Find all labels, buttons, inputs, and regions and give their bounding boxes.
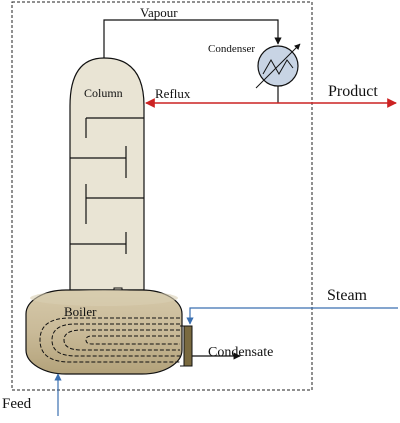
boiler-label: Boiler xyxy=(64,304,97,319)
product-label: Product xyxy=(328,83,378,100)
steam-inlet-line xyxy=(186,307,398,325)
steam-header xyxy=(183,325,193,367)
boiler-tube-bundle xyxy=(39,317,180,363)
steam-label: Steam xyxy=(327,287,368,304)
system-boundary xyxy=(11,1,313,391)
column-label: Column xyxy=(84,86,123,100)
condenser-coil-icon xyxy=(262,58,294,76)
condensate-label: Condensate xyxy=(208,345,273,360)
vapour-label: Vapour xyxy=(140,5,178,20)
condenser-adjust-arrow xyxy=(255,43,301,89)
feed-label: Feed xyxy=(2,396,32,412)
vapour-line xyxy=(103,19,282,58)
condenser-label: Condenser xyxy=(208,43,255,55)
column-trays xyxy=(70,117,144,254)
reflux-label: Reflux xyxy=(155,86,191,101)
boiler-top-shade xyxy=(30,290,178,306)
